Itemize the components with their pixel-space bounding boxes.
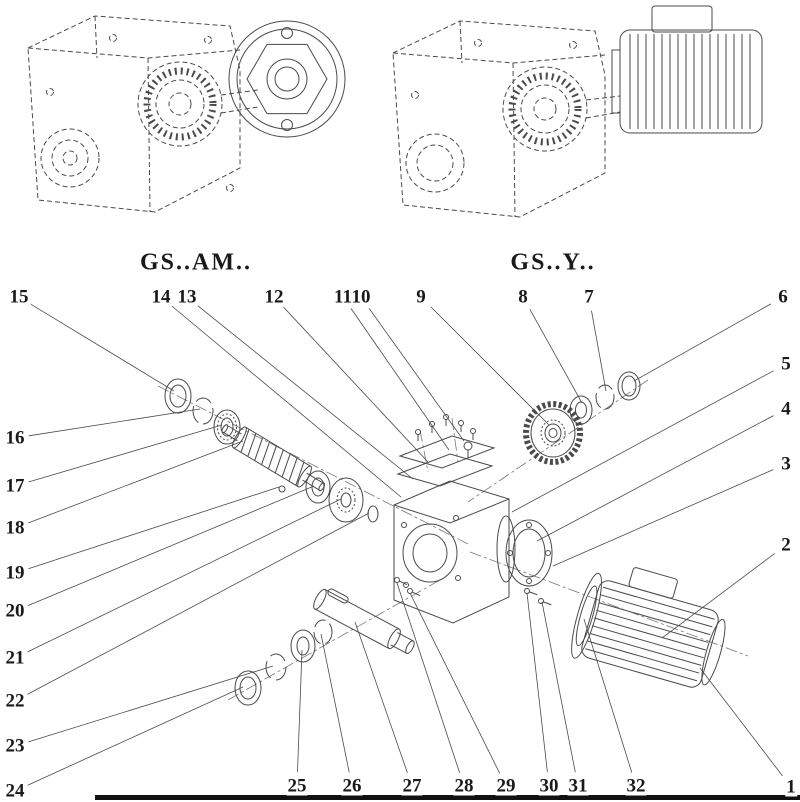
part-number-11: 11 [333,286,353,308]
leader-line-12 [283,306,429,463]
leader-line-8 [529,309,583,404]
part-number-26: 26 [341,775,363,797]
leader-line-5 [511,370,774,513]
cover-plates [396,414,496,487]
gearbox-unit-am [27,15,346,213]
part-number-25: 25 [286,775,308,797]
variant-caption-y: GS..Y.. [510,249,596,276]
worm-shaft [221,424,326,492]
leader-lines [27,303,783,786]
output-flange [228,20,346,138]
leader-line-24 [27,686,244,786]
part-number-7: 7 [583,286,595,308]
leader-line-6 [633,303,771,382]
gearbox-housing-dashed [27,15,259,213]
leader-line-11 [350,308,450,451]
leader-line-14 [171,305,402,498]
part-number-13: 13 [176,286,198,308]
gear-stack-rings [569,371,641,425]
part-number-28: 28 [453,775,475,797]
gearbox-housing-dashed [392,20,621,218]
part-number-27: 27 [401,775,423,797]
cover-screws [415,414,476,441]
part-number-19: 19 [4,562,26,584]
part-number-29: 29 [495,775,517,797]
leader-line-20 [27,485,315,606]
vent-plug [463,441,473,458]
motor [571,567,726,688]
leader-line-22 [27,512,370,695]
leader-line-1 [699,667,783,777]
output-shaft [313,588,415,655]
variant-caption-am: GS..AM.. [140,249,252,276]
part-number-2: 2 [780,534,792,556]
output-shaft-parts [234,588,415,706]
part-number-20: 20 [4,600,26,622]
leader-line-7 [591,310,607,392]
adapter-flange-ring [505,519,553,587]
leader-line-9 [430,306,550,426]
leader-line-3 [552,469,774,567]
part-number-23: 23 [4,735,26,757]
part-number-12: 12 [263,286,285,308]
part-number-9: 9 [415,286,427,308]
mounting-screws [394,577,552,606]
leader-line-15 [30,303,175,392]
part-number-22: 22 [4,690,26,712]
dowel-pin [278,485,286,493]
part-number-21: 21 [4,647,26,669]
leader-line-26 [320,633,350,773]
leader-line-17 [28,424,223,483]
leader-line-23 [28,665,274,743]
leader-line-10 [368,308,465,442]
part-number-17: 17 [4,475,26,497]
leader-line-2 [661,553,776,639]
helical-gear [523,401,583,465]
part-number-14: 14 [150,286,172,308]
leader-line-19 [28,486,280,570]
part-number-30: 30 [538,775,560,797]
part-number-31: 31 [567,775,589,797]
leader-line-16 [28,408,201,437]
input-shaft-parts [164,378,379,523]
part-number-24: 24 [4,780,26,802]
part-number-10: 10 [350,286,372,308]
leader-line-29 [409,592,501,774]
leader-line-21 [27,498,342,653]
leader-line-31 [541,601,576,773]
part-number-3: 3 [780,453,792,475]
leader-line-27 [354,621,408,773]
leader-line-13 [197,305,414,480]
part-number-8: 8 [517,286,529,308]
exploded-view [157,371,749,706]
part-number-6: 6 [777,286,789,308]
leader-line-25 [297,649,303,773]
gearbox-unit-y [392,5,763,218]
part-number-1: 1 [785,776,797,798]
leader-line-18 [27,440,244,524]
axis-lines [157,379,749,701]
gear-housing [393,480,516,624]
leader-line-4 [536,415,774,542]
part-number-18: 18 [4,517,26,539]
leader-line-30 [526,592,548,773]
part-number-4: 4 [780,398,792,420]
leader-line-28 [396,582,460,773]
leader-line-32 [583,618,633,773]
part-number-32: 32 [625,775,647,797]
part-number-15: 15 [8,286,30,308]
part-number-5: 5 [780,353,792,375]
bottom-rule [95,795,800,800]
motor-top [611,5,763,134]
part-number-16: 16 [4,427,26,449]
